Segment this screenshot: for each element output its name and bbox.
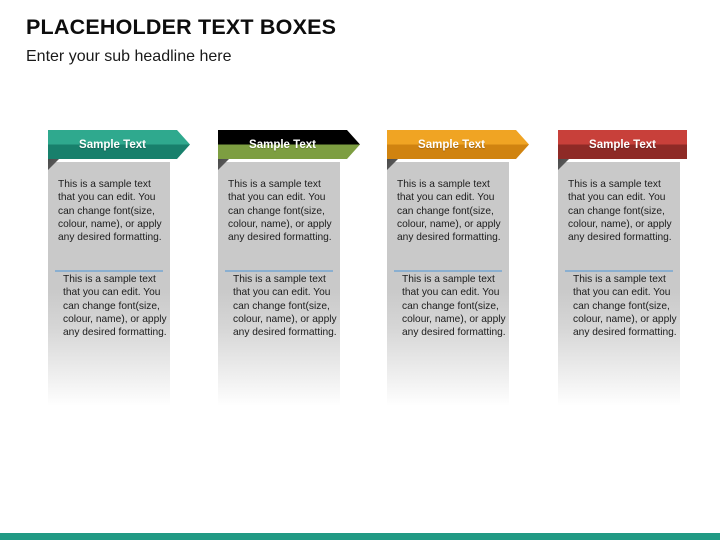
banner-rect-4[interactable]: Sample Text — [558, 130, 687, 159]
text-block-primary: This is a sample text that you can edit.… — [228, 179, 332, 244]
text-box-column-1[interactable]: Sample Text This is a sample text that y… — [30, 130, 195, 406]
banner-arrow-3[interactable]: Sample Text — [387, 130, 529, 159]
banner-shadow-wedge — [387, 159, 398, 170]
text-box-column-3[interactable]: Sample Text This is a sample text that y… — [369, 130, 534, 406]
content-panel — [218, 162, 340, 406]
page-title: PLACEHOLDER TEXT BOXES — [26, 15, 337, 39]
text-divider — [225, 270, 333, 272]
text-divider — [565, 270, 673, 272]
arrow-shape-icon — [218, 130, 360, 159]
banner-shadow-wedge — [48, 159, 59, 170]
banner-arrow-2[interactable]: Sample Text — [218, 130, 360, 159]
text-divider — [55, 270, 163, 272]
text-block-secondary: This is a sample text that you can edit.… — [233, 274, 337, 339]
page-subtitle: Enter your sub headline here — [26, 48, 232, 65]
text-block-secondary: This is a sample text that you can edit.… — [63, 274, 167, 339]
banner-shadow-wedge — [558, 159, 569, 170]
rectangle-shape-icon — [558, 130, 687, 159]
text-block-primary: This is a sample text that you can edit.… — [568, 179, 672, 244]
text-box-column-4[interactable]: Sample Text This is a sample text that y… — [540, 130, 705, 406]
text-block-secondary: This is a sample text that you can edit.… — [402, 274, 506, 339]
content-panel — [48, 162, 170, 406]
text-box-column-2[interactable]: Sample Text This is a sample text that y… — [200, 130, 365, 406]
arrow-shape-icon — [48, 130, 190, 159]
banner-shadow-wedge — [218, 159, 229, 170]
text-block-secondary: This is a sample text that you can edit.… — [573, 274, 677, 339]
content-panel — [558, 162, 680, 406]
content-panel — [387, 162, 509, 406]
text-divider — [394, 270, 502, 272]
bottom-accent-bar — [0, 533, 720, 540]
banner-arrow-1[interactable]: Sample Text — [48, 130, 190, 159]
arrow-shape-icon — [387, 130, 529, 159]
text-block-primary: This is a sample text that you can edit.… — [397, 179, 501, 244]
text-block-primary: This is a sample text that you can edit.… — [58, 179, 162, 244]
